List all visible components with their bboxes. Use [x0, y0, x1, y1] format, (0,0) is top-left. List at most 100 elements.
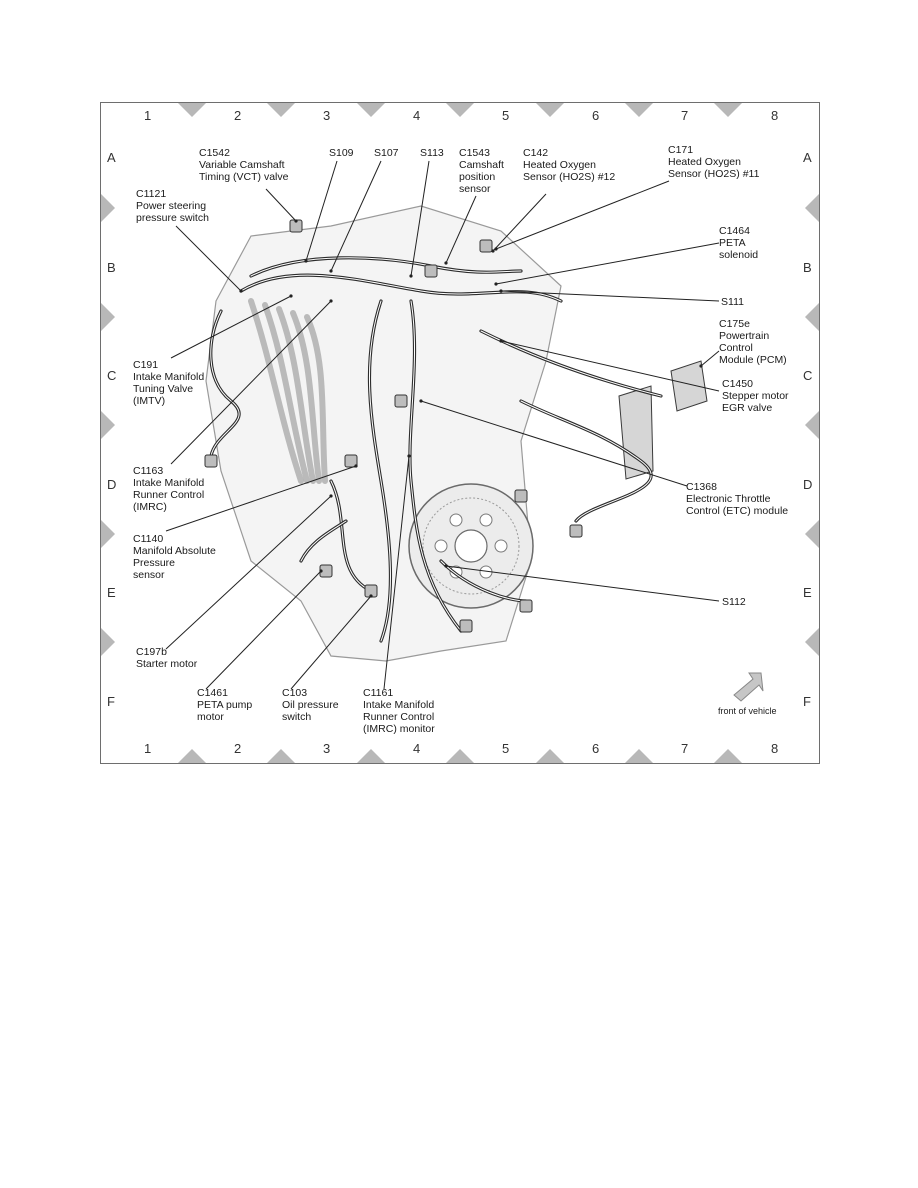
flywheel-hub	[454, 529, 488, 563]
leader-line	[495, 242, 720, 285]
leader-dot	[444, 261, 448, 265]
col-top-8: 8	[771, 108, 779, 123]
leader-dot	[329, 299, 333, 303]
connector	[459, 619, 473, 633]
border-tick-right	[805, 520, 819, 548]
front-of-vehicle-label: front of vehicle	[718, 706, 777, 716]
col-bottom-6: 6	[592, 741, 600, 756]
intake-runner	[304, 314, 328, 484]
pcm-module	[670, 360, 708, 412]
border-tick-right	[805, 628, 819, 656]
leader-dot	[329, 494, 333, 498]
wiring-harness-highlight	[409, 300, 462, 632]
col-top-1: 1	[144, 108, 152, 123]
label-s107: S107	[374, 147, 399, 159]
connector	[424, 264, 438, 278]
leader-dot	[444, 564, 448, 568]
wiring-harness-highlight	[210, 310, 240, 457]
border-tick-top	[446, 103, 474, 117]
row-right-E: E	[803, 585, 812, 600]
border-tick-top	[357, 103, 385, 117]
wiring-harness-highlight	[300, 520, 347, 562]
leader-line	[445, 195, 477, 264]
intake-runner	[290, 310, 322, 484]
flywheel-hole	[434, 539, 448, 553]
col-top-5: 5	[502, 108, 510, 123]
border-tick-bottom	[714, 749, 742, 763]
border-tick-right	[805, 303, 819, 331]
wiring-harness-highlight	[368, 300, 391, 642]
col-bottom-1: 1	[144, 741, 152, 756]
border-tick-top	[178, 103, 206, 117]
leader-line	[330, 160, 382, 272]
border-tick-bottom	[267, 749, 295, 763]
flywheel-hole	[449, 513, 463, 527]
border-tick-bottom	[178, 749, 206, 763]
leader-line	[500, 290, 720, 302]
border-tick-top	[536, 103, 564, 117]
leader-line	[205, 570, 322, 690]
border-tick-left	[101, 520, 115, 548]
leader-dot	[419, 399, 423, 403]
border-tick-bottom	[625, 749, 653, 763]
row-right-D: D	[803, 477, 813, 492]
leader-line	[305, 160, 338, 262]
leader-line	[420, 400, 688, 487]
row-left-F: F	[107, 694, 115, 709]
col-bottom-7: 7	[681, 741, 689, 756]
leader-line	[383, 455, 410, 690]
flywheel-hole	[479, 513, 493, 527]
intake-runner	[262, 302, 310, 484]
connector	[519, 599, 533, 613]
leader-line	[170, 300, 332, 465]
leader-line	[445, 565, 720, 602]
row-left-A: A	[107, 150, 116, 165]
border-tick-bottom	[536, 749, 564, 763]
wiring-harness-highlight	[330, 480, 372, 592]
border-tick-top	[625, 103, 653, 117]
connector	[514, 489, 528, 503]
leader-dot	[304, 259, 308, 263]
leader-line	[165, 465, 357, 532]
leader-dot	[491, 249, 495, 253]
leader-line	[700, 350, 720, 367]
col-bottom-3: 3	[323, 741, 331, 756]
label-s113: S113	[420, 147, 444, 159]
leader-dot	[289, 294, 293, 298]
row-right-F: F	[803, 694, 811, 709]
border-tick-right	[805, 194, 819, 222]
leader-dot	[494, 247, 498, 251]
connector	[569, 524, 583, 538]
col-bottom-4: 4	[413, 741, 421, 756]
row-right-B: B	[803, 260, 812, 275]
leader-line	[500, 340, 720, 392]
col-top-2: 2	[234, 108, 242, 123]
border-tick-left	[101, 628, 115, 656]
col-bottom-2: 2	[234, 741, 242, 756]
leader-dot	[494, 282, 498, 286]
col-top-7: 7	[681, 108, 689, 123]
connector	[479, 239, 493, 253]
leader-line	[165, 495, 332, 650]
row-left-D: D	[107, 477, 117, 492]
col-top-3: 3	[323, 108, 331, 123]
row-right-C: C	[803, 368, 813, 383]
wiring-harness-highlight	[520, 400, 652, 522]
connector	[204, 454, 218, 468]
label-s111: S111	[721, 296, 744, 308]
row-right-A: A	[803, 150, 812, 165]
border-tick-left	[101, 194, 115, 222]
border-tick-left	[101, 303, 115, 331]
border-tick-top	[714, 103, 742, 117]
connector	[344, 454, 358, 468]
